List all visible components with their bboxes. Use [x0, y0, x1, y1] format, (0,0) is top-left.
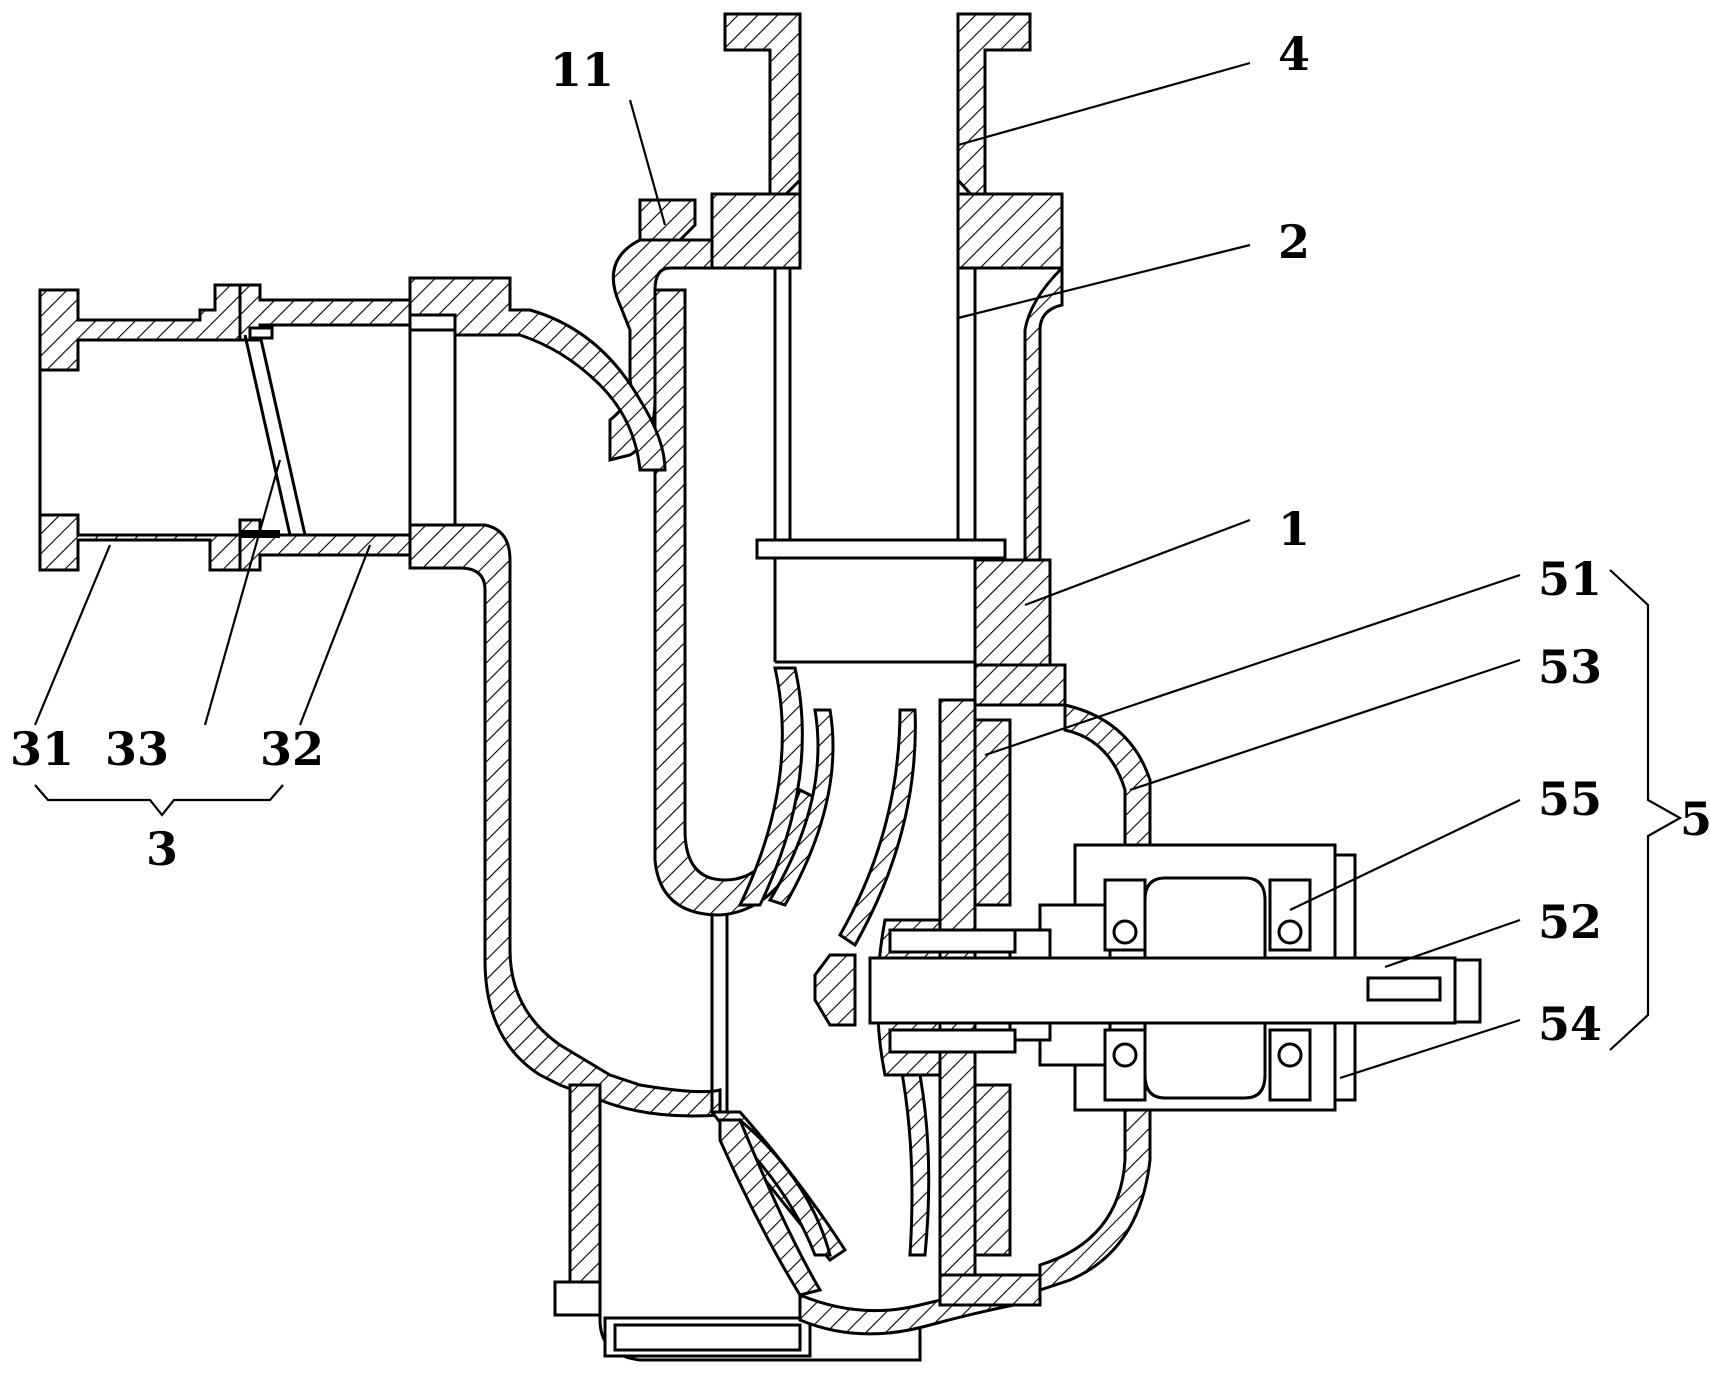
label-54: 54: [1538, 997, 1602, 1051]
leader-lines: [33, 61, 1683, 1080]
label-53: 53: [1538, 640, 1602, 694]
impeller-blades: [708, 666, 931, 1297]
label-51: 51: [1538, 552, 1602, 606]
label-52: 52: [1538, 895, 1602, 949]
label-1: 1: [1278, 502, 1310, 556]
motor-assembly: [813, 843, 1482, 1112]
label-55: 55: [1538, 772, 1602, 826]
label-4: 4: [1278, 27, 1310, 81]
center-rod: [710, 915, 729, 1112]
label-31: 31: [10, 722, 74, 776]
label-11: 11: [550, 43, 614, 97]
label-3: 3: [146, 822, 178, 876]
reference-labels: 11 4 2 1 51 53 55 52 54 5 31 33 32 3: [10, 27, 1710, 1051]
inner-riser-tube: [755, 268, 1007, 664]
discharge-pipe: [710, 12, 1064, 270]
label-32: 32: [260, 722, 324, 776]
label-33: 33: [105, 722, 169, 776]
label-5: 5: [1680, 792, 1710, 846]
return-channel: [653, 288, 822, 917]
label-2: 2: [1278, 215, 1310, 269]
suction-inlet: [38, 283, 457, 572]
